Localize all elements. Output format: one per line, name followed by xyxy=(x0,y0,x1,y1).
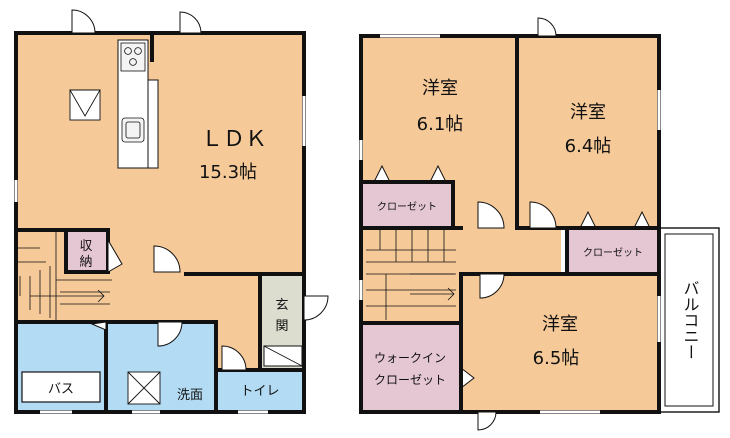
door-bath xyxy=(90,321,107,331)
doors-1f xyxy=(71,9,329,371)
kitchen-counter xyxy=(117,39,159,169)
door-room-a xyxy=(477,201,505,229)
door-room-b xyxy=(529,201,557,229)
room-c-size: 6.5帖 xyxy=(533,348,580,369)
room-c-floor xyxy=(461,274,659,412)
storage-label-1: 収 xyxy=(79,239,92,254)
door-washroom xyxy=(157,321,183,347)
room-b-size: 6.4帖 xyxy=(565,136,612,157)
closet-a-floor xyxy=(361,182,453,228)
balcony xyxy=(658,227,720,413)
closet-b-label: クローゼット xyxy=(583,247,643,259)
storage-label-2: 納 xyxy=(79,255,92,270)
door-toilet xyxy=(221,345,247,371)
room-b-floor xyxy=(517,36,659,228)
entrance-label-1: 玄 xyxy=(275,298,288,313)
entrance-label-2: 関 xyxy=(275,319,288,334)
stove-icon xyxy=(120,42,146,72)
second-floor: 洋室 6.1帖 洋室 6.4帖 洋室 6.5帖 クローゼット クローゼット ウォ… xyxy=(359,17,720,431)
bath-label: バス xyxy=(48,382,74,397)
stairs-2f-floor xyxy=(361,228,461,323)
door-bottom xyxy=(477,411,497,431)
balcony-label: バルコニー xyxy=(681,280,700,360)
refrigerator-icon xyxy=(69,89,101,121)
room-a-name: 洋室 xyxy=(422,78,458,99)
door-room-c xyxy=(479,273,505,299)
closet-a-label: クローゼット xyxy=(377,201,437,213)
bathtub-icon xyxy=(21,371,101,403)
room-b-name: 洋室 xyxy=(570,102,606,123)
walk-in-floor xyxy=(361,323,461,412)
door-entrance xyxy=(303,295,329,321)
room-c-name: 洋室 xyxy=(542,314,578,335)
door-ldk-top-right xyxy=(179,11,202,34)
walk-in-label-2: クローゼット xyxy=(374,373,446,387)
closet-b-floor xyxy=(567,228,659,274)
door-storage xyxy=(107,238,123,273)
windows-2f xyxy=(359,34,661,414)
toilet-label: トイレ xyxy=(240,384,279,399)
stairs-2f xyxy=(366,228,456,320)
toilet-floor xyxy=(218,370,304,412)
sink-icon xyxy=(121,117,145,143)
washroom-label: 洗面 xyxy=(177,388,203,403)
room-a-size: 6.1帖 xyxy=(417,114,464,135)
door-ldk-top-left xyxy=(71,9,96,34)
ldk-name: ＬＤＫ xyxy=(201,127,267,152)
ldk-size: 15.3帖 xyxy=(199,162,257,183)
basin-icon xyxy=(127,371,161,405)
door-hall xyxy=(153,245,181,273)
first-floor: ＬＤＫ 15.3帖 収 納 玄 関 バス 洗面 トイレ xyxy=(14,9,329,414)
door-stair-top xyxy=(537,17,557,37)
storage-1f-floor xyxy=(66,231,108,271)
windows-1f xyxy=(14,96,306,414)
entrance-step xyxy=(263,345,303,367)
walk-in-label-1: ウォークイン xyxy=(374,351,446,365)
doors-2f xyxy=(477,17,557,431)
